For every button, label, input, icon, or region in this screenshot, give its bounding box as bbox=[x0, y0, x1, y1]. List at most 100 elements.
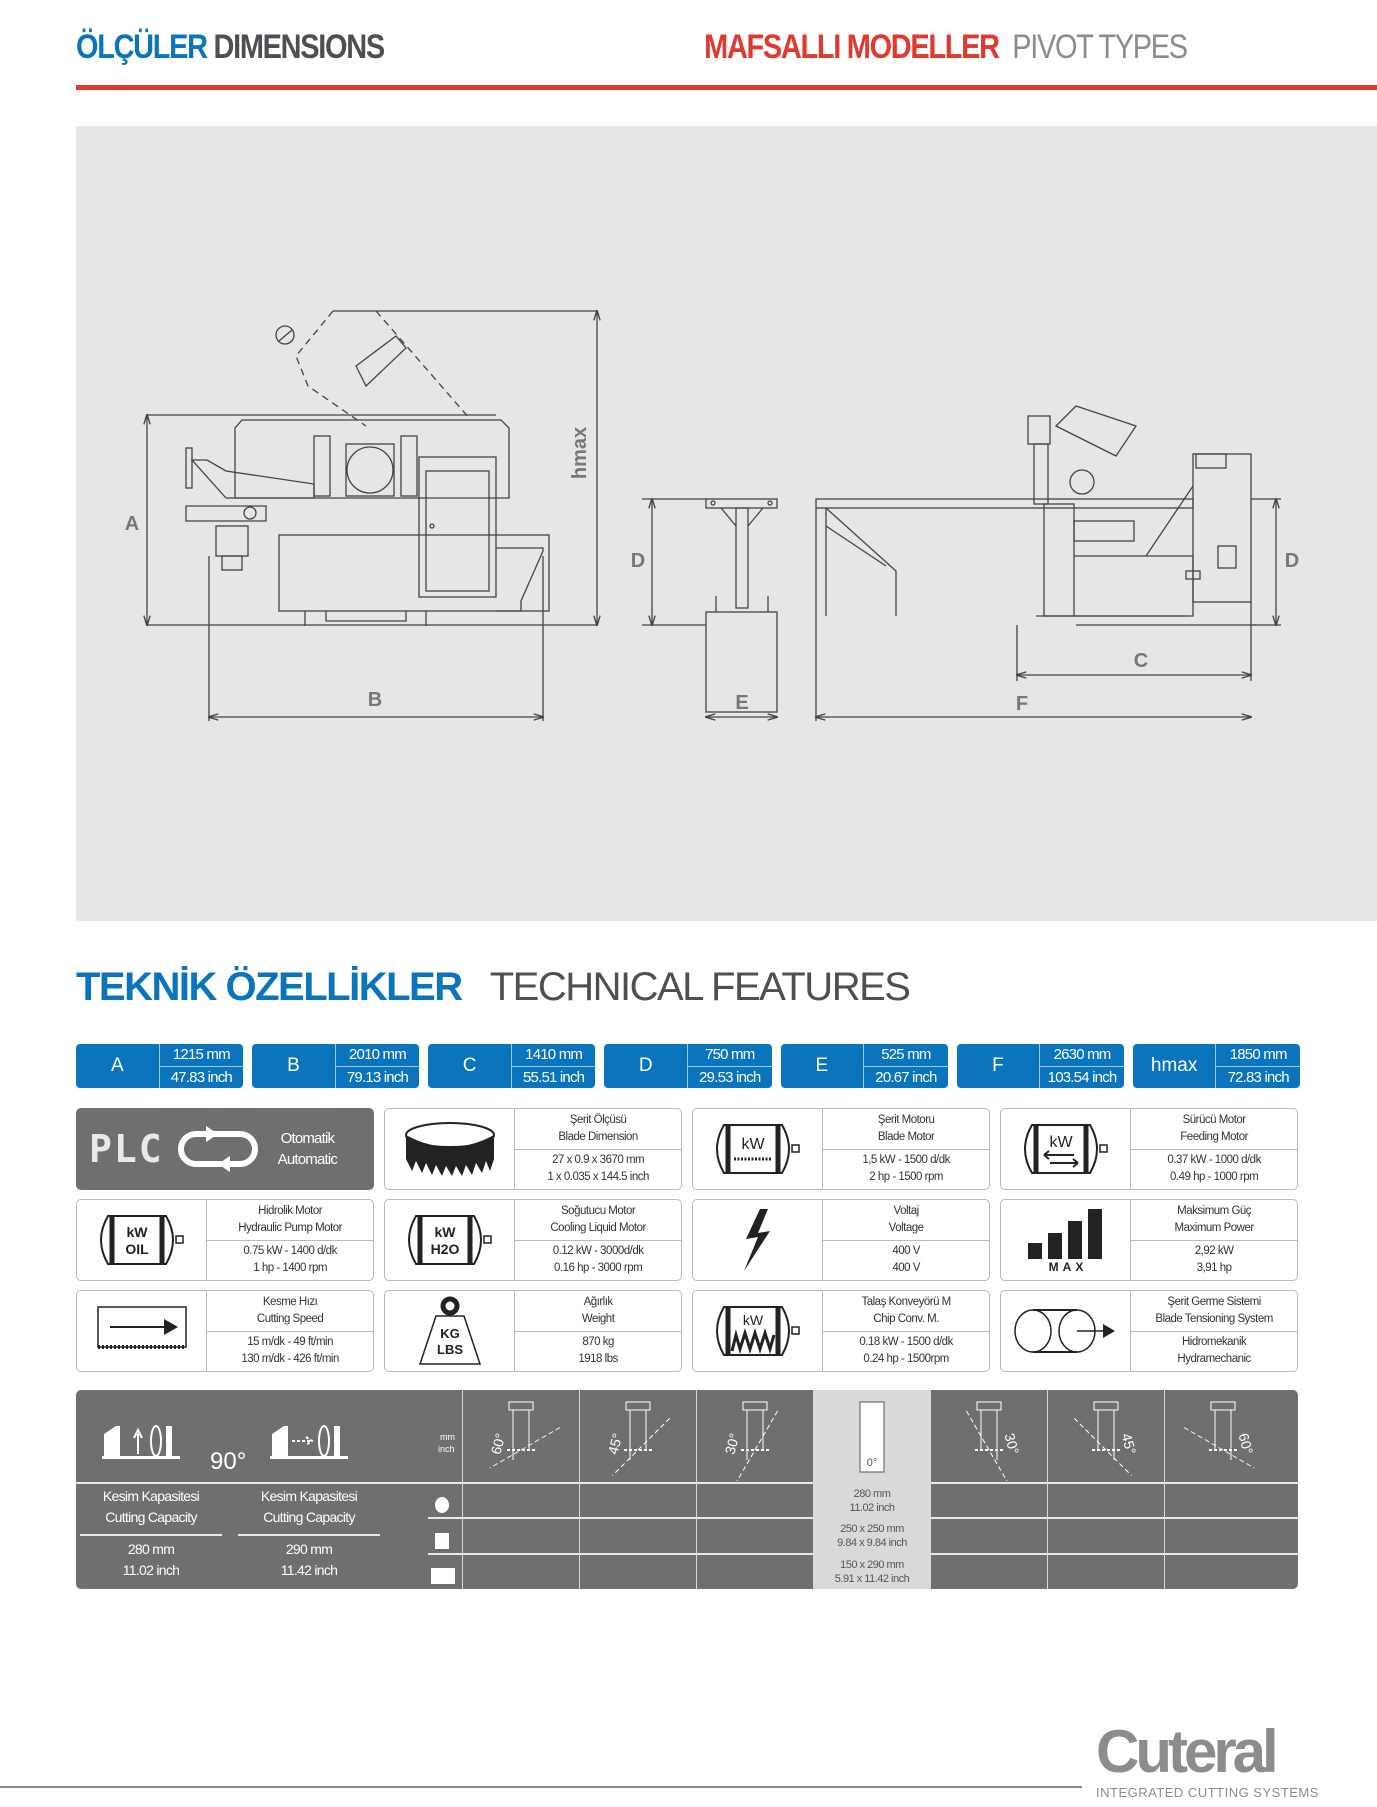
capacity-cell bbox=[697, 1555, 813, 1589]
svg-text:KG: KG bbox=[440, 1326, 460, 1341]
title-en: TECHNICAL FEATURES bbox=[489, 965, 911, 1009]
title-en: PIVOT TYPES bbox=[1012, 28, 1189, 66]
angle-90-label: 90° bbox=[210, 1448, 247, 1475]
svg-text:OIL: OIL bbox=[125, 1241, 149, 1257]
capacity-cell bbox=[580, 1555, 696, 1589]
dimension-label-e: E bbox=[735, 692, 748, 714]
cap-value-mm: 280 mm bbox=[127, 1541, 175, 1557]
dimension-mm: 525 mm bbox=[864, 1044, 948, 1067]
svg-text:kW: kW bbox=[434, 1224, 456, 1240]
capacity-cell bbox=[1165, 1484, 1281, 1518]
unit-inch-label: inch bbox=[438, 1444, 455, 1454]
feature-value-2: Hydramechanic bbox=[1177, 1353, 1251, 1366]
cut-angle-icon: 30° bbox=[722, 1401, 778, 1482]
capacity-cell bbox=[697, 1519, 813, 1553]
feature-value-1: 0.18 kW - 1500 d/dk bbox=[859, 1336, 953, 1349]
svg-text:LBS: LBS bbox=[437, 1342, 463, 1357]
feature-value-1: 27 x 0.9 x 3670 mm bbox=[552, 1154, 645, 1167]
svg-text:H2O: H2O bbox=[430, 1241, 459, 1257]
dimension-label: C bbox=[428, 1044, 512, 1088]
feature-label-tr: Ağırlık bbox=[583, 1295, 614, 1308]
section-title-technical-features: TEKNİK ÖZELLİKLER TECHNICAL FEATURES bbox=[76, 965, 911, 1010]
cutting-speed-icon bbox=[77, 1291, 208, 1371]
voltage-icon bbox=[693, 1200, 824, 1280]
blade-tension-icon bbox=[1001, 1291, 1132, 1371]
feature-label-tr: Şerit Germe Sistemi bbox=[1167, 1295, 1261, 1308]
dimension-label: E bbox=[781, 1044, 865, 1088]
feature-label-en: Maximum Power bbox=[1174, 1221, 1255, 1234]
angle-column-left-60: 60° bbox=[462, 1390, 579, 1589]
dimension-label: B bbox=[252, 1044, 336, 1088]
square-stock-icon bbox=[435, 1533, 449, 1549]
feature-label-en: Cutting Speed bbox=[256, 1312, 324, 1325]
logo-wordmark: Cuteral bbox=[1096, 1718, 1279, 1785]
svg-text:kW: kW bbox=[743, 1312, 764, 1328]
angle-label: 0° bbox=[867, 1457, 878, 1469]
svg-text:kW: kW bbox=[741, 1136, 765, 1153]
cut-angle-icon: 0° bbox=[859, 1401, 885, 1473]
dimension-inch: 29.53 inch bbox=[699, 1068, 761, 1086]
dimension-inch: 103.54 inch bbox=[1047, 1068, 1118, 1086]
title-tr: ÖLÇÜLER bbox=[76, 28, 208, 66]
cut-angle-icon: 60° bbox=[488, 1401, 561, 1469]
dimension-mm: 2010 mm bbox=[335, 1044, 420, 1067]
dimension-label: D bbox=[604, 1044, 688, 1088]
capacity-cell bbox=[1048, 1555, 1164, 1589]
dimension-label: A bbox=[76, 1044, 160, 1088]
dimension-inch: 55.51 inch bbox=[523, 1068, 585, 1086]
angle-column-right-60: 60° bbox=[1164, 1390, 1281, 1589]
feature-value-1: 0.75 kW - 1400 d/dk bbox=[243, 1245, 337, 1258]
angle-label: 30° bbox=[722, 1431, 743, 1456]
dimension-drawing-panel: A B hmax D E D C F bbox=[76, 126, 1377, 921]
side-view bbox=[816, 405, 1281, 721]
angle-column-right-45: 45° bbox=[1047, 1390, 1164, 1589]
svg-text:kW: kW bbox=[126, 1224, 148, 1240]
section-title-pivot-types: MAFSALLI MODELLER PIVOT TYPES bbox=[704, 28, 1189, 67]
title-tr: TEKNİK ÖZELLİKLER bbox=[76, 965, 463, 1009]
logo-tagline: INTEGRATED CUTTING SYSTEMS bbox=[1096, 1785, 1319, 1800]
feature-label-en: Voltage bbox=[888, 1221, 924, 1234]
blade-motor-icon: kW bbox=[693, 1109, 824, 1189]
capacity-cell bbox=[931, 1519, 1047, 1553]
feature-label-tr: Kesme Hızı bbox=[262, 1295, 318, 1308]
feature-label-tr: Şerit Motoru bbox=[877, 1113, 935, 1126]
capacity-cell bbox=[1048, 1484, 1164, 1518]
feature-value-1: 1,5 kW - 1500 d/dk bbox=[862, 1154, 950, 1167]
feature-label-en: Blade Tensioning System bbox=[1155, 1312, 1273, 1325]
dimension-inch: 72.83 inch bbox=[1227, 1068, 1290, 1086]
feature-value-2: 0.16 hp - 3000 rpm bbox=[554, 1262, 643, 1275]
feature-label-en: Feeding Motor bbox=[1180, 1130, 1248, 1143]
angle-label: 45° bbox=[1118, 1431, 1139, 1456]
cut-angle-icon: 60° bbox=[1183, 1401, 1256, 1469]
cap-label-tr: Kesim Kapasitesi bbox=[260, 1488, 358, 1504]
dimension-mm: 1215 mm bbox=[159, 1044, 244, 1067]
angle-column-right-30: 30° bbox=[930, 1390, 1047, 1589]
feature-value-2: 0.24 hp - 1500rpm bbox=[863, 1353, 949, 1366]
capacity-cell bbox=[463, 1555, 579, 1589]
dimension-mm: 1410 mm bbox=[511, 1044, 596, 1067]
dimension-label-f: F bbox=[1016, 693, 1028, 715]
cuteral-logo: Cuteral INTEGRATED CUTTING SYSTEMS bbox=[1096, 1718, 1319, 1801]
feature-value-2: 1918 lbs bbox=[578, 1353, 618, 1366]
capacity-cell bbox=[463, 1484, 579, 1518]
feature-value-1: 0.37 kW - 1000 d/dk bbox=[1167, 1154, 1261, 1167]
blade-icon bbox=[385, 1109, 516, 1189]
feature-value-2: 1 hp - 1400 rpm bbox=[253, 1262, 327, 1275]
capacity-cell bbox=[580, 1484, 696, 1518]
